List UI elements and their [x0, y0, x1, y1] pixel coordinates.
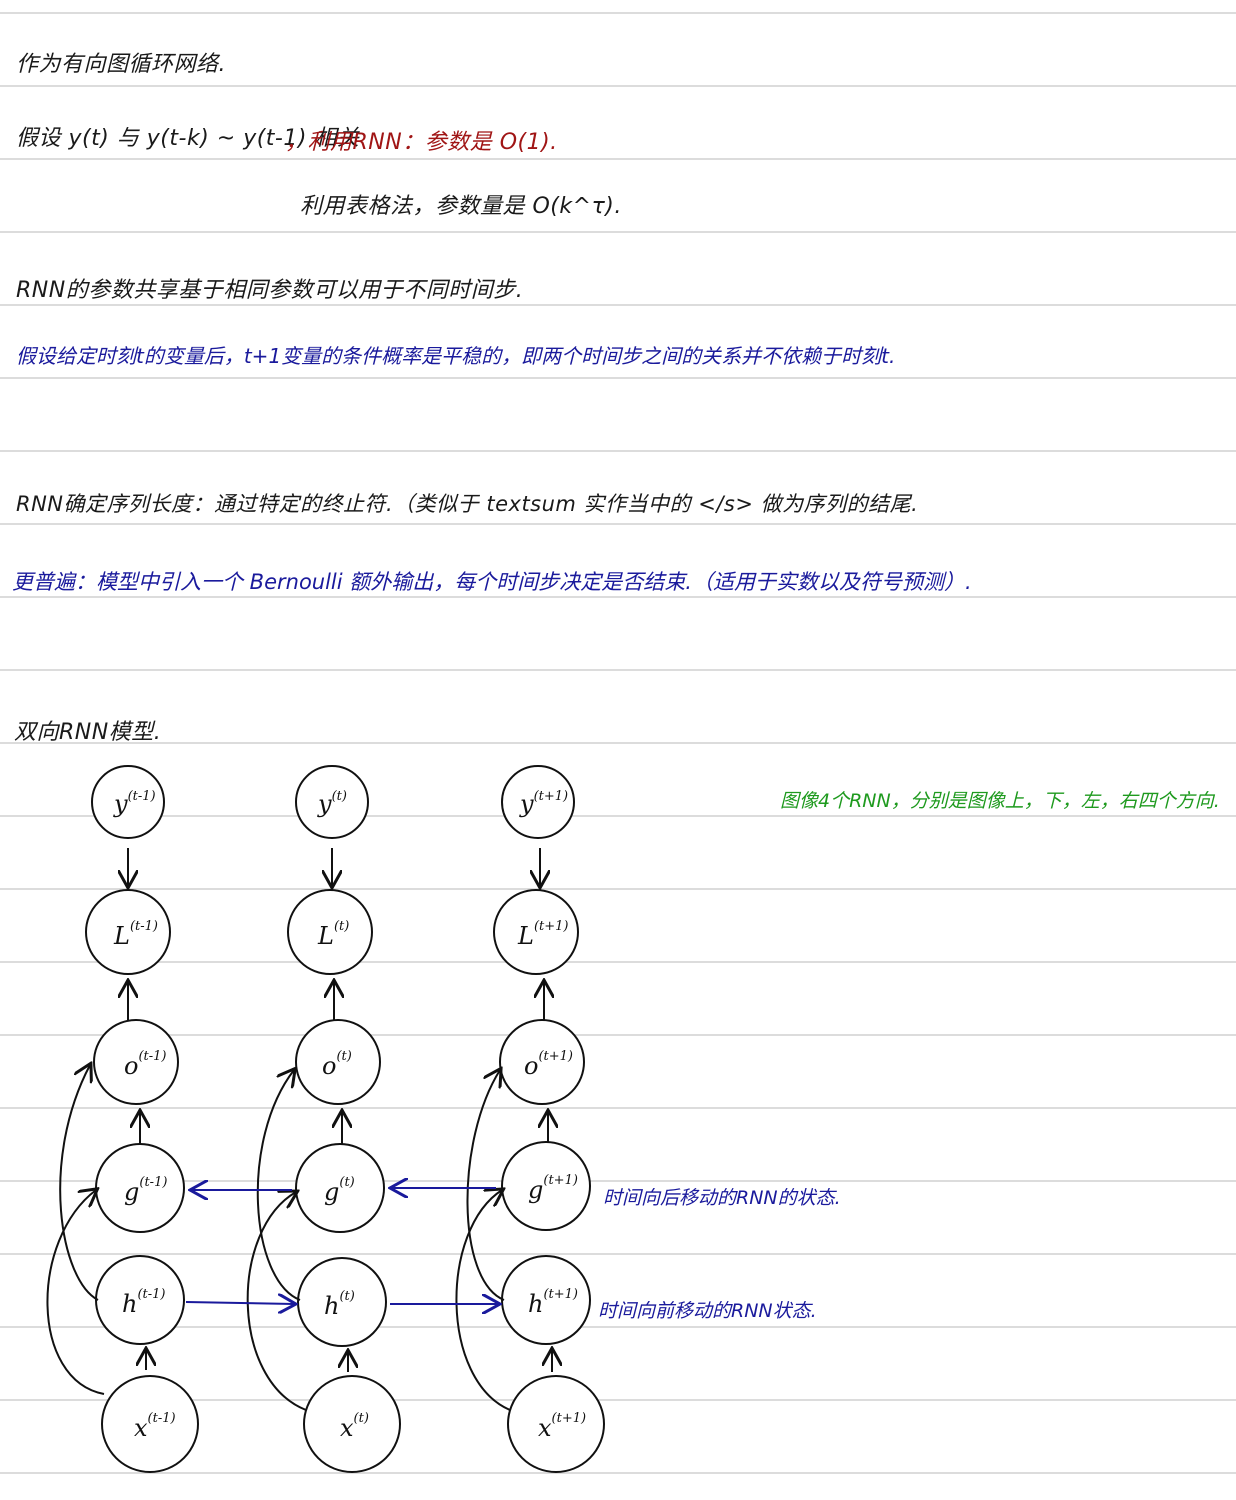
ruled-line	[0, 1472, 1236, 1474]
ruled-line	[0, 961, 1236, 963]
svg-text:x(t): x(t)	[340, 1411, 369, 1442]
svg-text:h(t+1): h(t+1)	[528, 1287, 578, 1318]
ruled-line	[0, 815, 1236, 817]
ruled-line	[0, 1034, 1236, 1036]
g-node: g(t-1)	[95, 1143, 185, 1233]
ruled-line	[0, 1180, 1236, 1182]
svg-text:x(t-1): x(t-1)	[134, 1411, 176, 1442]
skip-h-to-o	[59, 1065, 99, 1301]
svg-text:h(t-1): h(t-1)	[122, 1287, 166, 1318]
x-node: x(t-1)	[101, 1375, 199, 1473]
ruled-line	[0, 450, 1236, 452]
svg-text:y(t): y(t)	[317, 789, 347, 818]
note-line-5: 假设给定时刻t的变量后，t+1变量的条件概率是平稳的，即两个时间步之间的关系并不…	[16, 344, 896, 368]
svg-text:L(t-1): L(t-1)	[113, 919, 158, 950]
g-node: g(t)	[295, 1143, 385, 1233]
L-node: L(t)	[287, 889, 373, 975]
g-state-label: 时间向后移动的RNN的状态.	[603, 1187, 841, 1209]
y-node: y(t+1)	[501, 765, 575, 839]
svg-text:L(t): L(t)	[317, 919, 349, 950]
h-node: h(t-1)	[95, 1255, 185, 1345]
g-node: g(t+1)	[501, 1141, 591, 1231]
h-forward-arrow	[185, 1302, 294, 1304]
L-node: L(t+1)	[493, 889, 579, 975]
note-line-8: 双向RNN模型.	[14, 720, 162, 745]
ruled-line	[0, 1326, 1236, 1328]
ruled-line	[0, 742, 1236, 744]
svg-text:o(t-1): o(t-1)	[124, 1049, 166, 1080]
ruled-line	[0, 1107, 1236, 1109]
column-t: y(t) L(t) o(t) g(t) h(t) x(t)	[246, 765, 401, 1473]
o-node: o(t+1)	[499, 1019, 585, 1105]
ruled-line	[0, 596, 1236, 598]
skip-h-to-o	[256, 1070, 301, 1301]
green-note: 图像4个RNN，分别是图像上，下，左，右四个方向.	[780, 790, 1220, 812]
h-node: h(t)	[297, 1257, 387, 1347]
ruled-line	[0, 231, 1236, 233]
svg-text:o(t+1): o(t+1)	[524, 1049, 573, 1080]
note-line-2a: 假设 y(t) 与 y(t-k) ~ y(t-1) 相关	[16, 126, 360, 151]
bidirectional-rnn-diagram: y(t-1) L(t-1) o(t-1) g(t-1) h(t-1) x(t-1…	[46, 765, 605, 1473]
ruled-line	[0, 888, 1236, 890]
note-line-7: 更普遍：模型中引入一个 Bernoulli 额外输出，每个时间步决定是否结束.（…	[12, 570, 972, 594]
svg-text:y(t+1): y(t+1)	[519, 789, 568, 818]
ruled-line	[0, 158, 1236, 160]
svg-text:g(t+1): g(t+1)	[528, 1173, 578, 1204]
note-line-3: 利用表格法，参数量是 O(k^τ).	[300, 194, 622, 219]
x-node: x(t)	[303, 1375, 401, 1473]
note-line-6: RNN确定序列长度：通过特定的终止符.（类似于 textsum 实作当中的 </…	[16, 492, 919, 516]
L-node: L(t-1)	[85, 889, 171, 975]
h-state-label: 时间向前移动的RNN状态.	[598, 1300, 817, 1322]
y-node: y(t-1)	[91, 765, 165, 839]
svg-text:h(t): h(t)	[324, 1289, 355, 1320]
svg-text:g(t-1): g(t-1)	[124, 1175, 167, 1206]
ruled-line	[0, 1253, 1236, 1255]
svg-text:y(t-1): y(t-1)	[113, 789, 156, 818]
ruled-line	[0, 523, 1236, 525]
o-node: o(t)	[295, 1019, 381, 1105]
skip-h-to-o	[466, 1070, 505, 1301]
y-node: y(t)	[295, 765, 369, 839]
svg-text:L(t+1): L(t+1)	[517, 919, 568, 950]
skip-x-to-g	[46, 1190, 105, 1395]
column-t-plus-1: y(t+1) L(t+1) o(t+1) g(t+1) h(t+1) x(t+1…	[455, 765, 605, 1473]
note-line-1: 作为有向图循环网络.	[16, 52, 226, 77]
ruled-line	[0, 85, 1236, 87]
svg-text:g(t): g(t)	[324, 1175, 355, 1206]
column-t-minus-1: y(t-1) L(t-1) o(t-1) g(t-1) h(t-1) x(t-1…	[46, 765, 199, 1473]
ruled-line	[0, 377, 1236, 379]
ruled-line	[0, 669, 1236, 671]
h-node: h(t+1)	[501, 1255, 591, 1345]
note-line-2b: ，利用RNN：参数是 O(1).	[285, 130, 558, 155]
x-node: x(t+1)	[507, 1375, 605, 1473]
o-node: o(t-1)	[93, 1019, 179, 1105]
note-line-4: RNN的参数共享基于相同参数可以用于不同时间步.	[16, 278, 524, 303]
ruled-line	[0, 304, 1236, 306]
ruled-line	[0, 1399, 1236, 1401]
svg-text:x(t+1): x(t+1)	[538, 1411, 586, 1442]
ruled-line	[0, 12, 1236, 14]
svg-text:o(t): o(t)	[322, 1049, 352, 1080]
